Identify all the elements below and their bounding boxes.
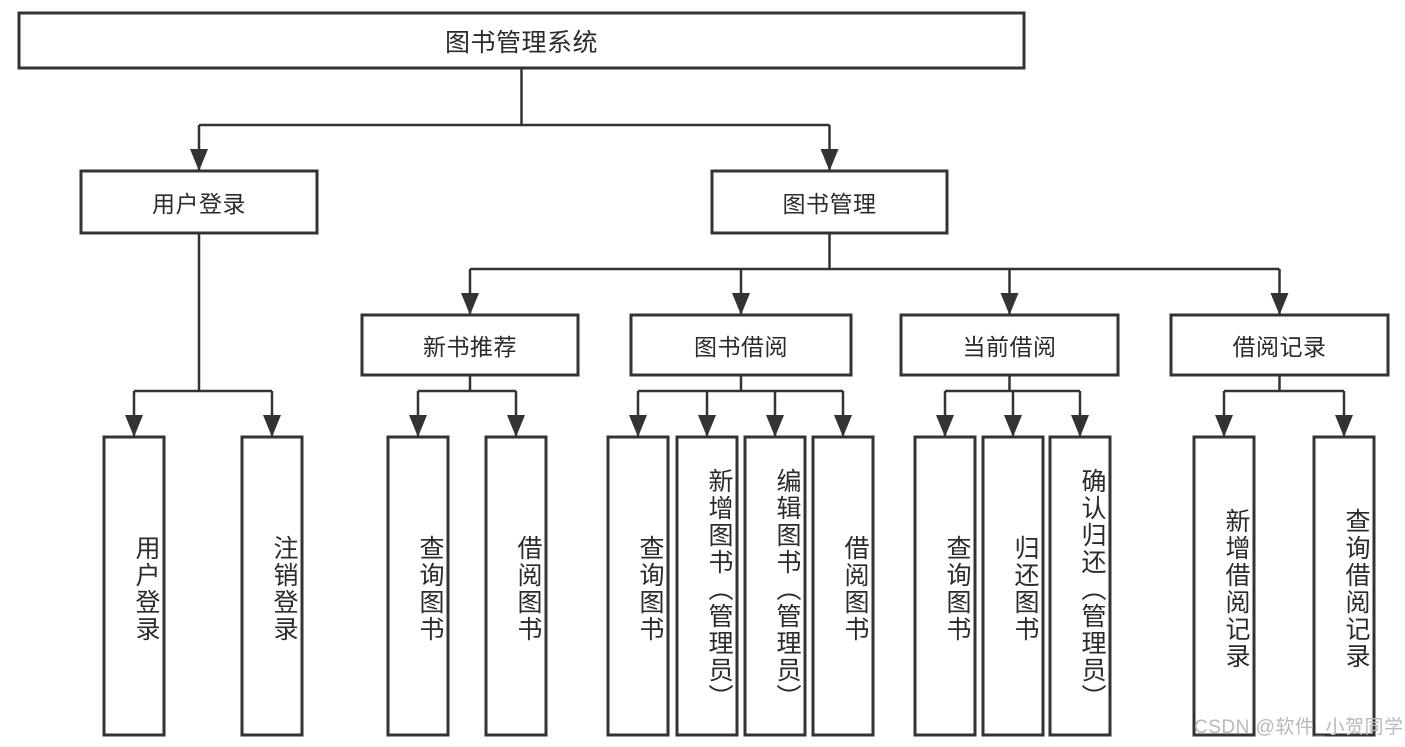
arrow-head-current-borrow-to-leaf-return-book bbox=[1004, 415, 1022, 437]
arrow-head-current-borrow-to-leaf-confirm-return bbox=[1071, 415, 1089, 437]
arrow-head-borrow-record-to-leaf-add-record bbox=[1215, 415, 1233, 437]
arrow-head-book-management-to-borrow-record bbox=[1270, 293, 1289, 315]
node-box-leaf-edit-book[interactable] bbox=[743, 435, 807, 737]
arrow-head-new-book-recommend-to-leaf-query-book-1 bbox=[409, 415, 427, 437]
csdn-watermark: CSDN @软件_小贺同学 bbox=[1194, 717, 1404, 738]
node-box-leaf-query-book-3[interactable] bbox=[913, 435, 977, 737]
connectors-layer bbox=[125, 68, 1353, 437]
node-box-leaf-query-book-2[interactable] bbox=[606, 435, 670, 737]
node-box-leaf-add-record[interactable] bbox=[1192, 435, 1256, 737]
boxes-layer bbox=[17, 11, 1390, 737]
arrow-head-book-management-to-book-borrow bbox=[732, 293, 750, 315]
node-box-leaf-confirm-return[interactable] bbox=[1048, 435, 1112, 737]
node-box-leaf-borrow-book-2[interactable] bbox=[811, 435, 875, 737]
node-box-leaf-return-book[interactable] bbox=[981, 435, 1045, 737]
arrow-head-book-management-to-current-borrow bbox=[1000, 293, 1019, 315]
arrow-head-user-login-to-leaf-user-login bbox=[125, 415, 143, 437]
node-box-new-book-recommend[interactable] bbox=[360, 313, 580, 377]
node-box-leaf-borrow-book-1[interactable] bbox=[484, 435, 548, 737]
node-box-book-management[interactable] bbox=[710, 169, 949, 235]
node-box-book-borrow[interactable] bbox=[629, 313, 853, 377]
arrow-head-book-borrow-to-leaf-edit-book bbox=[766, 415, 784, 437]
arrow-head-root-to-user-login bbox=[190, 149, 208, 171]
node-box-root[interactable] bbox=[17, 11, 1026, 70]
node-box-leaf-logout[interactable] bbox=[240, 435, 304, 737]
arrow-head-book-management-to-new-book-recommend bbox=[461, 293, 479, 315]
node-box-leaf-query-book-1[interactable] bbox=[386, 435, 450, 737]
node-box-leaf-add-book[interactable] bbox=[675, 435, 739, 737]
arrow-head-user-login-to-leaf-logout bbox=[263, 415, 281, 437]
node-box-leaf-query-record[interactable] bbox=[1312, 435, 1376, 737]
node-box-leaf-user-login[interactable] bbox=[102, 435, 166, 737]
arrow-head-borrow-record-to-leaf-query-record bbox=[1335, 415, 1353, 437]
arrow-head-root-to-book-management bbox=[820, 149, 839, 171]
node-box-borrow-record[interactable] bbox=[1169, 313, 1390, 377]
arrow-head-new-book-recommend-to-leaf-borrow-book-1 bbox=[507, 415, 525, 437]
arrow-head-book-borrow-to-leaf-borrow-book-2 bbox=[834, 415, 852, 437]
node-box-current-borrow[interactable] bbox=[899, 313, 1120, 377]
arrow-head-book-borrow-to-leaf-query-book-2 bbox=[629, 415, 647, 437]
node-box-user-login[interactable] bbox=[79, 169, 319, 235]
arrow-head-book-borrow-to-leaf-add-book bbox=[698, 415, 716, 437]
arrow-head-current-borrow-to-leaf-query-book-3 bbox=[936, 415, 954, 437]
